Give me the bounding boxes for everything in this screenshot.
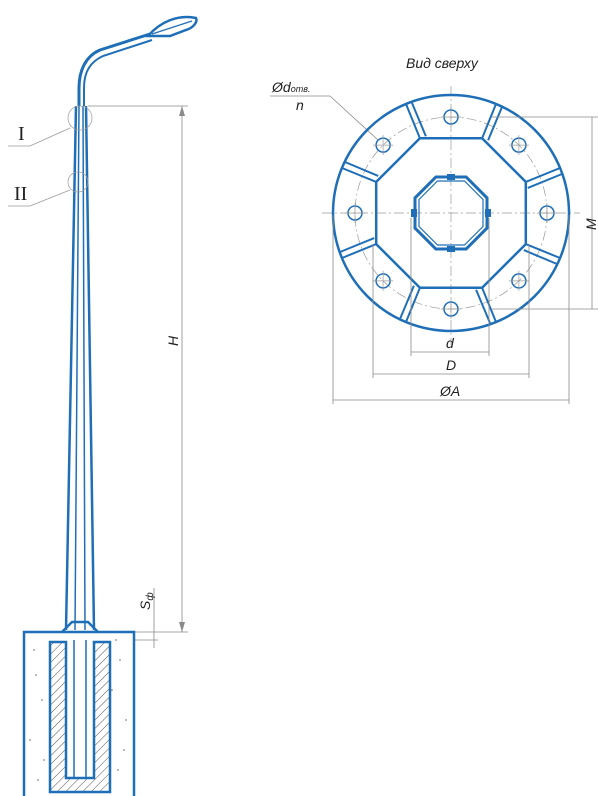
top-view: Вид сверху Ødотв. n <box>270 55 598 404</box>
callout-label-1: I <box>18 123 25 145</box>
dim-D-label: D <box>446 357 456 373</box>
height-label: H <box>165 335 181 346</box>
callout-circle-1 <box>67 105 93 131</box>
dim-m-label: М <box>583 218 598 230</box>
lamp-head-line <box>151 20 193 35</box>
hole-count-label: n <box>296 97 304 113</box>
foundation-label: Sф <box>137 592 156 610</box>
bolt-holes <box>345 107 557 319</box>
bolt-hole <box>441 299 461 319</box>
pole-line-3 <box>82 105 86 631</box>
foundation-label-sub: ф <box>144 592 156 601</box>
dim-h-arrow-top <box>179 106 185 116</box>
hole-leader <box>329 95 379 141</box>
hole-diameter-main: Ød <box>271 79 292 95</box>
callout-leader-1 <box>29 127 71 147</box>
flange-outer <box>331 93 571 333</box>
foundation-sleeve <box>48 640 112 794</box>
weld-marks <box>411 174 491 252</box>
pole-arm <box>77 32 151 106</box>
bolt-hole <box>373 270 394 291</box>
pole-line-4 <box>84 105 96 631</box>
pole-section-octagon-inner <box>418 180 484 246</box>
dim-A-label: ØA <box>439 383 460 399</box>
foundation-label-main: S <box>137 600 153 610</box>
hole-diameter-sub: отв. <box>291 84 311 94</box>
pole-elevation: I II H Sф <box>8 15 198 796</box>
bolt-hole <box>508 270 529 291</box>
top-view-title: Вид сверху <box>406 55 479 71</box>
callout-circle-2 <box>67 171 89 193</box>
foundation-block <box>22 630 136 796</box>
bolt-hole <box>508 135 529 156</box>
callout-label-2: II <box>14 183 27 205</box>
bolt-hole <box>537 203 557 223</box>
concrete-speckle <box>29 639 127 781</box>
bolt-hole <box>373 135 394 156</box>
bolt-hole <box>441 107 461 127</box>
pole-line-1 <box>64 105 78 631</box>
hole-diameter-label: Ødотв. <box>271 79 310 95</box>
lamp-head <box>145 15 198 38</box>
pole-section-octagon <box>413 175 489 251</box>
bolt-hole <box>345 203 365 223</box>
pole-arm-inner <box>83 39 153 106</box>
callout-leader-2 <box>29 189 71 207</box>
dim-d-label: d <box>446 335 455 351</box>
dim-h-arrow-bottom <box>179 622 185 632</box>
pole-line-2 <box>74 105 80 631</box>
